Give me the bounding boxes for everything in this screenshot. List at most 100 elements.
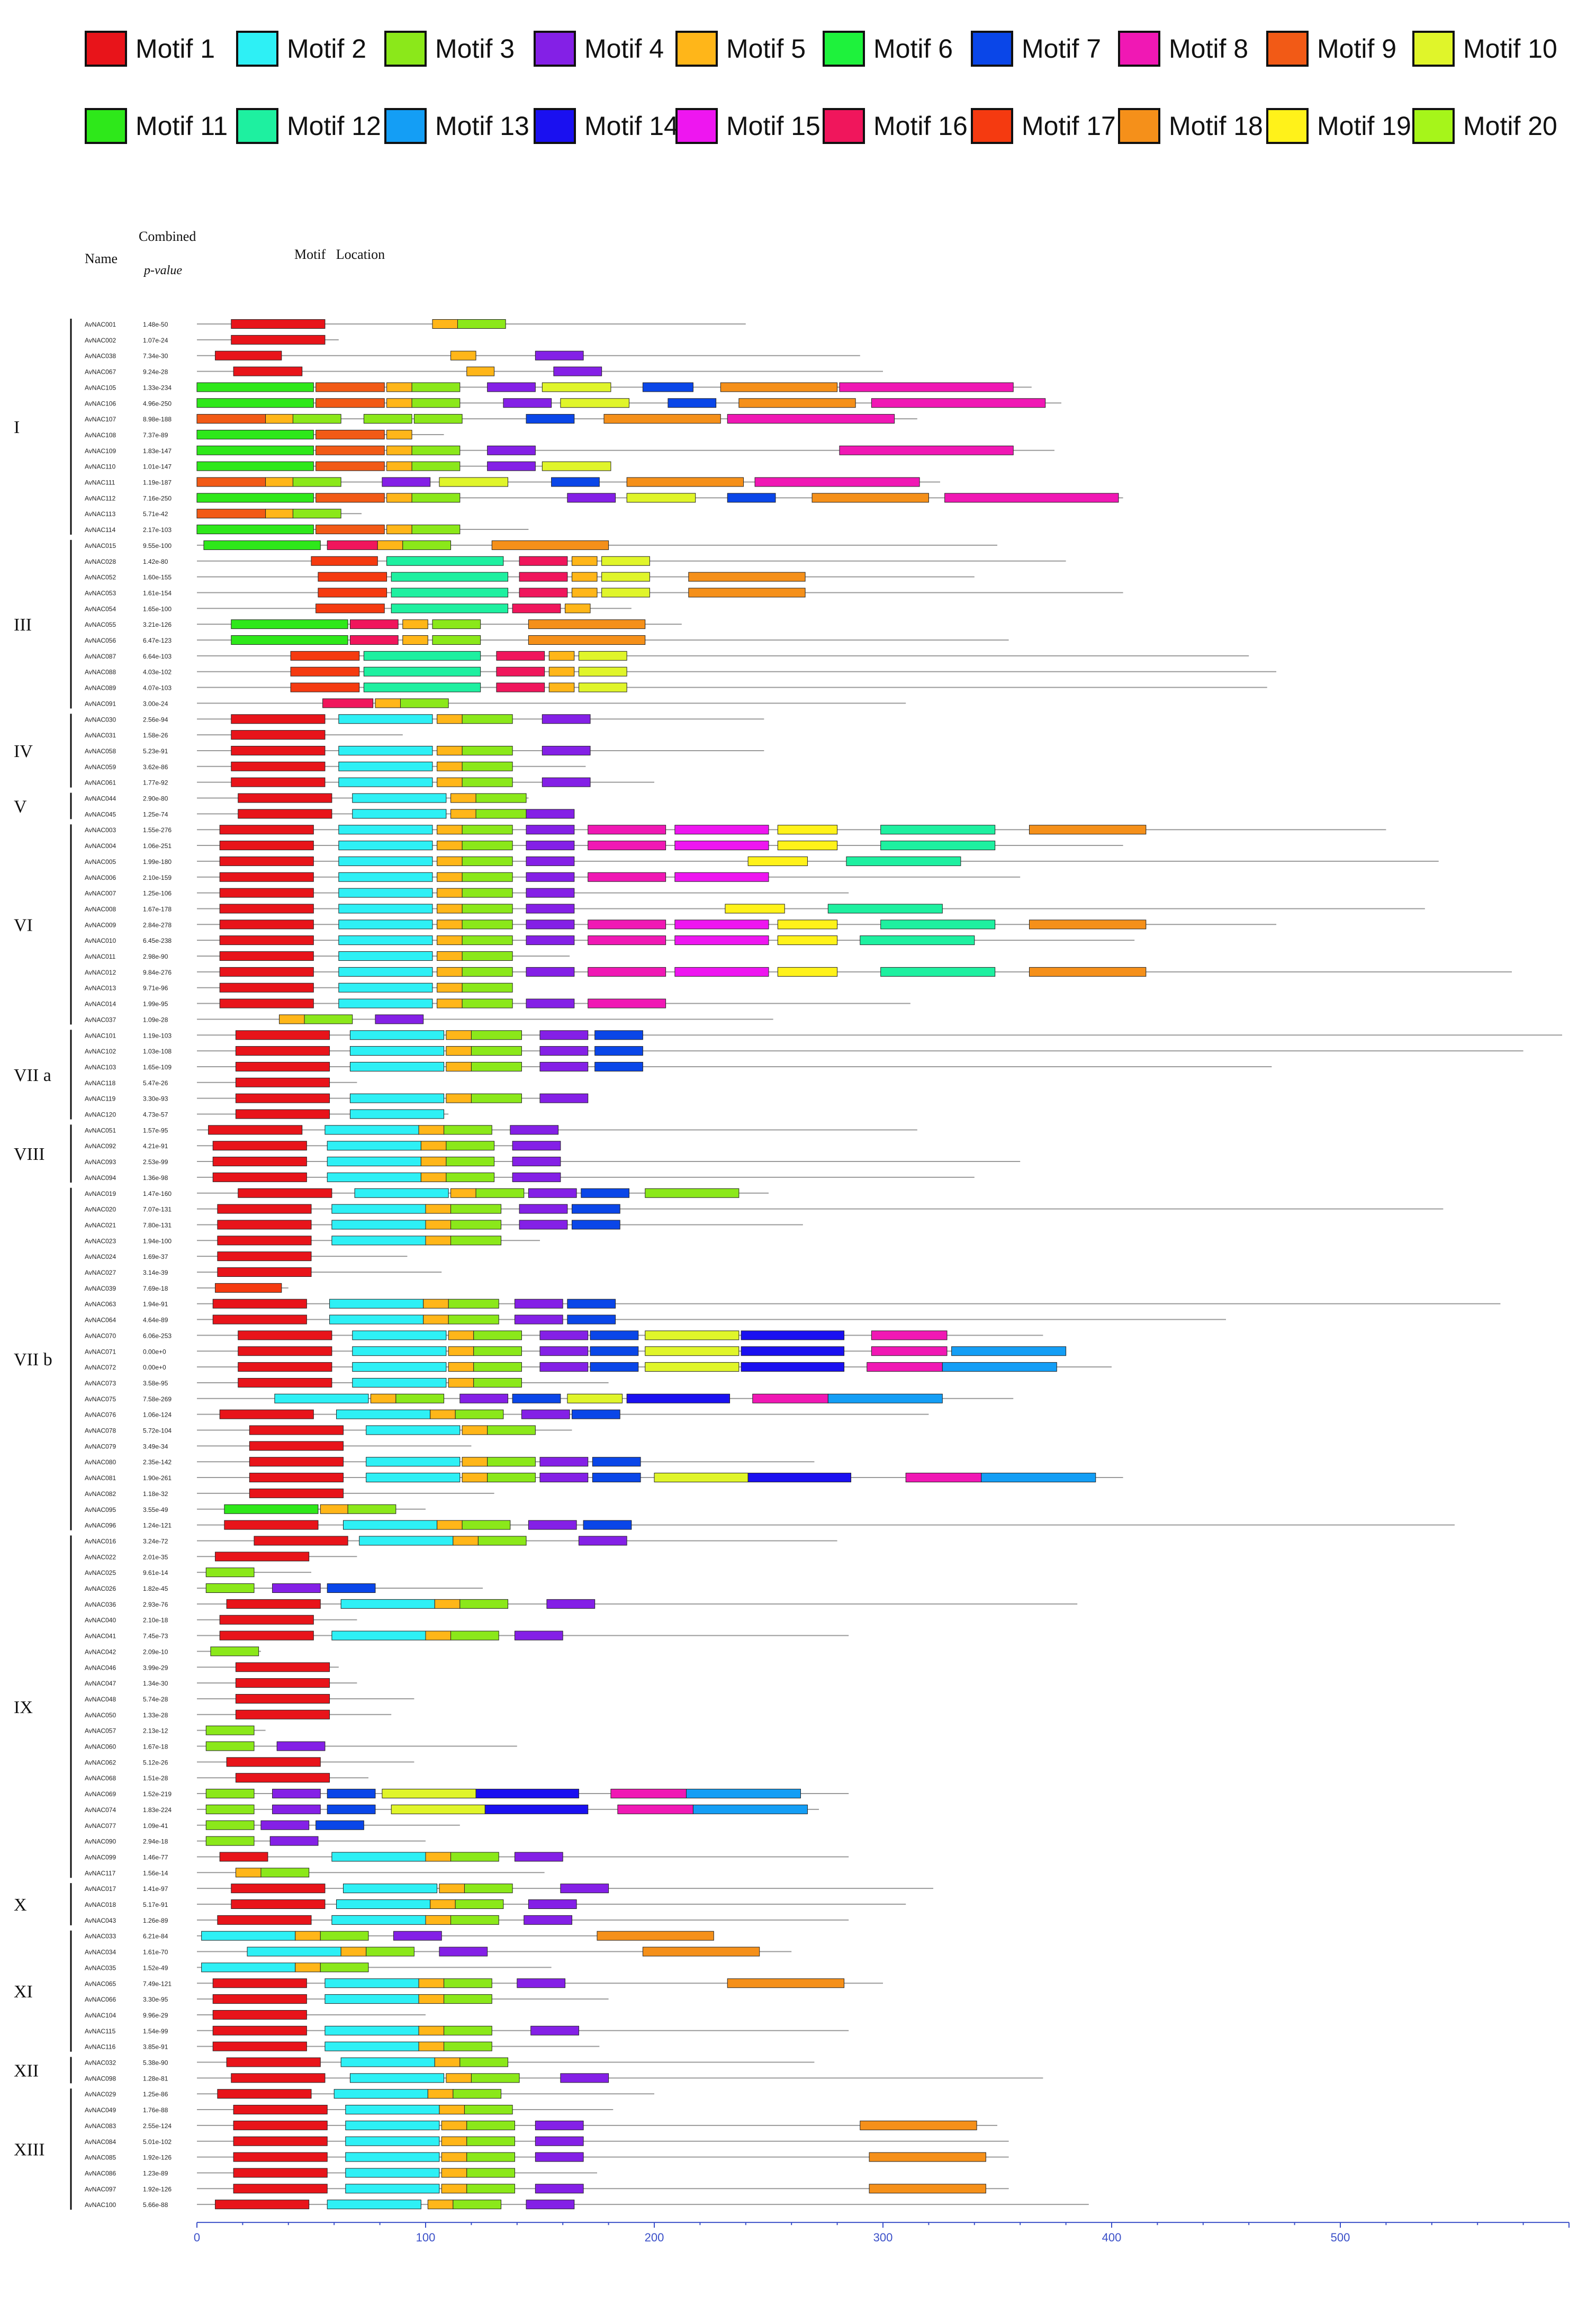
motif-box-2 bbox=[201, 1931, 296, 1941]
motif-box-14 bbox=[741, 1330, 845, 1340]
legend-item-motif-7: Motif 7 bbox=[971, 31, 1101, 67]
gene-name: AvNAC069 bbox=[85, 1790, 116, 1798]
motif-box-8 bbox=[944, 493, 1119, 503]
gene-pvalue: 1.28e-81 bbox=[143, 2075, 168, 2082]
motif-box-7 bbox=[581, 1188, 629, 1198]
motif-box-1 bbox=[233, 2152, 328, 2162]
motif-box-2 bbox=[352, 1362, 447, 1372]
motif-box-8 bbox=[588, 825, 666, 835]
gene-pvalue: 2.09e-10 bbox=[143, 1648, 168, 1655]
motif-box-1 bbox=[212, 1299, 307, 1309]
motif-box-2 bbox=[354, 1188, 449, 1198]
motif-box-4 bbox=[535, 2184, 584, 2194]
motif-box-3 bbox=[448, 1314, 499, 1325]
motif-box-17 bbox=[318, 572, 387, 582]
gene-pvalue: 5.01e-102 bbox=[143, 2138, 172, 2146]
motif-box-1 bbox=[249, 1488, 344, 1498]
motif-box-19 bbox=[725, 904, 785, 914]
motif-box-2 bbox=[331, 1915, 426, 1925]
motif-box-3 bbox=[347, 1504, 396, 1514]
gene-name: AvNAC087 bbox=[85, 653, 116, 660]
group-label: IX bbox=[14, 1698, 33, 1717]
motif-box-9 bbox=[196, 477, 266, 487]
motif-box-15 bbox=[674, 935, 769, 945]
gene-pvalue: 5.71e-42 bbox=[143, 510, 168, 518]
gene-pvalue: 3.85e-91 bbox=[143, 2043, 168, 2051]
motif-box-1 bbox=[254, 1536, 348, 1546]
gene-name: AvNAC037 bbox=[85, 1016, 116, 1023]
legend-item-motif-13: Motif 13 bbox=[384, 108, 529, 144]
legend-label: Motif 1 bbox=[136, 34, 215, 64]
motif-box-2 bbox=[352, 1377, 447, 1388]
motif-box-5 bbox=[265, 509, 293, 519]
motif-box-1 bbox=[235, 1109, 330, 1119]
motif-box-1 bbox=[233, 2105, 328, 2115]
motif-box-13 bbox=[692, 1804, 808, 1814]
motif-box-3 bbox=[473, 1346, 522, 1356]
motif-box-5 bbox=[441, 2120, 467, 2130]
motif-box-11 bbox=[196, 398, 314, 408]
motif-box-3 bbox=[453, 2200, 502, 2210]
motif-box-2 bbox=[349, 1109, 445, 1119]
gene-pvalue: 1.26e-89 bbox=[143, 1917, 168, 1924]
motif-box-1 bbox=[233, 366, 303, 376]
gene-name: AvNAC113 bbox=[85, 510, 116, 518]
motif-box-1 bbox=[235, 1046, 330, 1056]
motif-box-3 bbox=[260, 1868, 310, 1878]
motif-box-5 bbox=[439, 1884, 465, 1894]
gene-pvalue: 1.46e-77 bbox=[143, 1853, 168, 1861]
gene-name: AvNAC075 bbox=[85, 1395, 116, 1403]
gene-pvalue: 1.23e-89 bbox=[143, 2169, 168, 2177]
motif-box-5 bbox=[448, 1362, 474, 1372]
motif-box-5 bbox=[386, 525, 412, 535]
motif-box-4 bbox=[526, 2200, 575, 2210]
gene-name: AvNAC083 bbox=[85, 2122, 116, 2130]
gene-pvalue: 6.64e-103 bbox=[143, 653, 172, 660]
gene-pvalue: 1.58e-26 bbox=[143, 732, 168, 739]
motif-box-4 bbox=[528, 1520, 577, 1530]
motif-box-1 bbox=[231, 2073, 326, 2083]
gene-pvalue: 1.82e-45 bbox=[143, 1585, 168, 1592]
motif-box-1 bbox=[219, 920, 314, 930]
gene-pvalue: 1.25e-106 bbox=[143, 890, 172, 897]
motif-box-3 bbox=[462, 920, 513, 930]
motif-box-3 bbox=[444, 1125, 492, 1135]
motif-box-4 bbox=[512, 1141, 561, 1151]
motif-box-3 bbox=[446, 1157, 495, 1167]
motif-box-5 bbox=[446, 1030, 472, 1040]
motif-box-1 bbox=[217, 1267, 312, 1277]
gene-name: AvNAC094 bbox=[85, 1174, 116, 1182]
motif-box-5 bbox=[571, 588, 598, 598]
motif-box-3 bbox=[444, 2041, 492, 2051]
gene-name: AvNAC103 bbox=[85, 1064, 116, 1071]
motif-box-16 bbox=[512, 603, 561, 614]
motif-box-5 bbox=[340, 1947, 367, 1957]
motif-box-5 bbox=[462, 1473, 488, 1483]
motif-box-8 bbox=[727, 414, 895, 424]
motif-box-2 bbox=[340, 1599, 435, 1609]
motif-box-3 bbox=[487, 1473, 536, 1483]
gene-pvalue: 6.47e-123 bbox=[143, 637, 172, 644]
header-name-label: Name bbox=[85, 251, 118, 266]
gene-name: AvNAC115 bbox=[85, 2028, 116, 2035]
gene-pvalue: 1.52e-219 bbox=[143, 1790, 172, 1798]
motif-box-4 bbox=[526, 888, 575, 898]
motif-box-4 bbox=[526, 856, 575, 866]
motif-box-2 bbox=[359, 1536, 454, 1546]
legend-label: Motif 19 bbox=[1317, 111, 1411, 141]
motif-box-4 bbox=[539, 1346, 589, 1356]
motif-box-1 bbox=[231, 730, 326, 740]
motif-box-5 bbox=[571, 556, 598, 566]
motif-box-16 bbox=[519, 556, 568, 566]
motif-box-12 bbox=[827, 904, 943, 914]
motif-box-2 bbox=[324, 2025, 419, 2035]
gene-pvalue: 2.10e-18 bbox=[143, 1617, 168, 1624]
motif-box-5 bbox=[448, 1330, 474, 1340]
motif-box-12 bbox=[880, 841, 996, 851]
gene-name: AvNAC099 bbox=[85, 1853, 116, 1861]
motif-box-16 bbox=[519, 588, 568, 598]
motif-box-5 bbox=[386, 445, 412, 455]
motif-box-4 bbox=[272, 1804, 321, 1814]
legend-item-motif-12: Motif 12 bbox=[236, 108, 381, 144]
